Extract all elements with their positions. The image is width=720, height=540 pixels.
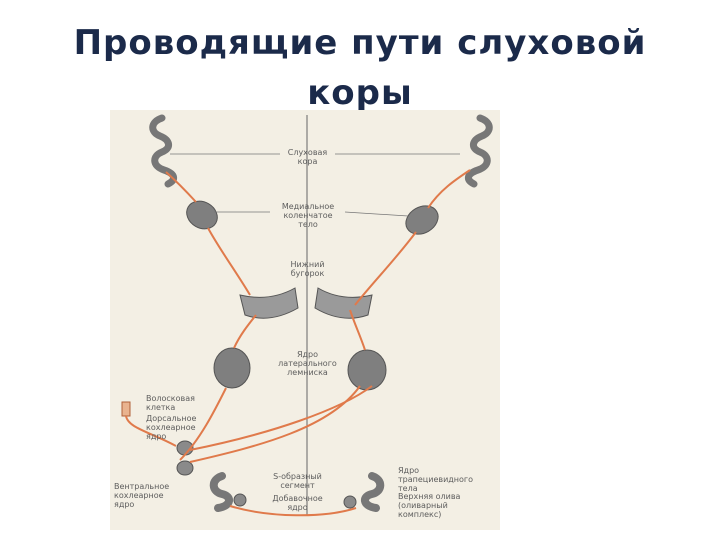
s-segment-right [361,472,385,512]
fibre-olive-cross [229,505,357,517]
s-segment-left [209,472,233,512]
fibre-left-ascending [179,387,227,461]
slide-title-line-1: Проводящие пути слуховой [73,23,647,63]
label-medial-geniculate-body: Медиальное коленчатое тело [281,202,335,229]
fibre-right-ascending-2 [189,385,373,451]
auditory-cortex-left [149,114,177,188]
lateral-lemniscus-nucleus-left [213,347,251,389]
fibre-cochlear-nerve [125,415,177,447]
inferior-colliculus-left [239,287,299,319]
medial-geniculate-right [405,205,439,235]
diagram-drawing [121,114,493,517]
slide-title: Проводящие пути слуховой коры [0,18,720,118]
label-ventral-cochlear-nucleus: Вентральное кохлеарное ядро [114,482,170,509]
label-superior-olive: Верхняя олива (оливарный комплекс) [398,492,461,519]
label-auditory-cortex: Слуховая кора [287,148,328,166]
fibre-right-ic-to-mgb [354,231,417,306]
auditory-pathway-diagram: Слуховая кора Медиальное коленчатое тело… [110,110,500,530]
accessory-nucleus-right [343,495,357,509]
accessory-nucleus-left [233,493,247,507]
label-inferior-colliculus: Нижний бугорок [290,260,325,278]
fibre-right-mgb-to-cortex [427,169,471,209]
medial-geniculate-left [186,200,218,230]
fibre-left-lemniscus-to-ic [233,314,257,349]
hair-cell [121,401,131,417]
fibre-left-mgb-to-cortex [165,171,197,203]
label-s-segment: S-образный сегмент [273,472,322,490]
inferior-colliculus-right [314,287,373,319]
ventral-cochlear-nucleus [176,460,194,476]
lateral-lemniscus-nucleus-right [347,349,387,391]
label-hair-cell: Волосковая клетка [146,394,195,412]
label-accessory-nucleus: Добавочное ядро [272,494,323,512]
slide-title-line-2: коры [307,73,413,113]
label-trapezoid-body-nucleus: Ядро трапециевидного тела [398,466,474,493]
label-lateral-lemniscus-nucleus: Ядро латерального лемниска [278,350,337,377]
fibre-right-lemniscus-to-ic [349,309,366,351]
fibre-left-ic-to-mgb [207,227,251,296]
auditory-cortex-right [465,114,493,188]
label-dorsal-cochlear-nucleus: Дорсальное кохлеарное ядро [146,414,197,441]
